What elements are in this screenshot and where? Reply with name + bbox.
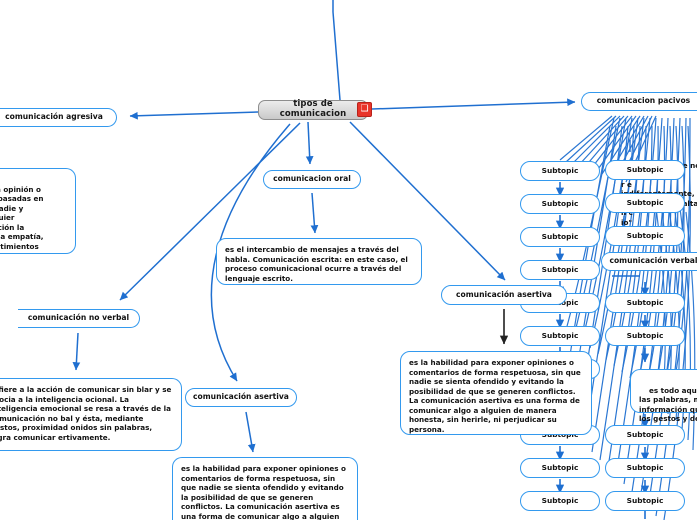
branch-comunicacion-verbal[interactable]: comunicación verbal (601, 252, 697, 271)
branch-label-no-verbal: comunicación no verbal (27, 313, 130, 323)
subtopic-right-4-label: Subtopic (626, 297, 664, 307)
subtopic-left-2-label: Subtopic (541, 198, 579, 208)
subtopic-left-6[interactable]: Subtopic (520, 326, 600, 346)
subtopic-left-9[interactable]: Subtopic (520, 458, 600, 478)
subtopic-right-4[interactable]: Subtopic (605, 293, 685, 313)
root-node[interactable]: tipos de comunicacion (258, 99, 368, 120)
subtopic-right-6[interactable]: Subtopic (605, 425, 685, 445)
branch-comunicacion-pacivos[interactable]: comunicacion pacivos (581, 92, 697, 111)
description-oral: es el intercambio de mensajes a través d… (216, 238, 422, 285)
branch-comunicacion-oral[interactable]: comunicacion oral (263, 170, 361, 189)
subtopic-right-3[interactable]: Subtopic (605, 226, 685, 246)
branch-label-oral: comunicacion oral (273, 174, 351, 184)
branch-label-verbal: comunicación verbal (609, 256, 697, 266)
branch-comunicacion-asertiva-center[interactable]: comunicación asertiva (441, 285, 567, 305)
branch-comunicacion-agresiva[interactable]: comunicación agresiva (0, 108, 117, 127)
subtopic-left-2[interactable]: Subtopic (520, 194, 600, 214)
subtopic-left-10[interactable]: Subtopic (520, 491, 600, 511)
subtopic-right-5-label: Subtopic (626, 330, 664, 340)
subtopic-left-9-label: Subtopic (541, 462, 579, 472)
subtopic-right-1[interactable]: Subtopic (605, 160, 685, 180)
subtopic-right-2-label: Subtopic (626, 197, 664, 207)
subtopic-left-6-label: Subtopic (541, 330, 579, 340)
description-asertiva-center-text: es la habilidad para exponer opiniones o… (409, 358, 581, 434)
root-attachment-icon[interactable]: ❑ (357, 102, 372, 117)
branch-label-asertiva-left: comunicación asertiva (193, 392, 289, 402)
subtopic-right-8[interactable]: Subtopic (605, 491, 685, 511)
subtopic-left-3-label: Subtopic (541, 231, 579, 241)
subtopic-right-8-label: Subtopic (626, 495, 664, 505)
description-no-verbal: refiere a la acción de comunicar sin bla… (0, 378, 182, 451)
image-attachment-glyph: ❑ (360, 104, 369, 114)
subtopic-right-7[interactable]: Subtopic (605, 458, 685, 478)
description-verbal: es todo aquello q las palabras, mie info… (630, 369, 697, 423)
description-no-verbal-text: refiere a la acción de comunicar sin bla… (0, 385, 172, 442)
subtopic-right-1-label: Subtopic (626, 164, 664, 174)
description-agresiva: a opinión o as basadas en n nadie y alqu… (0, 168, 76, 254)
subtopic-left-10-label: Subtopic (541, 495, 579, 505)
description-verbal-text: es todo aquello q las palabras, mie info… (639, 385, 697, 424)
subtopic-right-2[interactable]: Subtopic (605, 193, 685, 213)
description-asertiva-left: es la habilidad para exponer opiniones o… (172, 457, 358, 520)
subtopic-left-4[interactable]: Subtopic (520, 260, 600, 280)
subtopic-left-4-label: Subtopic (541, 264, 579, 274)
subtopic-right-7-label: Subtopic (626, 462, 664, 472)
subtopic-left-1[interactable]: Subtopic (520, 161, 600, 181)
branch-comunicacion-asertiva-left[interactable]: comunicación asertiva (185, 388, 297, 407)
subtopic-left-1-label: Subtopic (541, 165, 579, 175)
branch-label-pacivos: comunicacion pacivos (596, 96, 691, 106)
subtopic-left-3[interactable]: Subtopic (520, 227, 600, 247)
description-oral-text: es el intercambio de mensajes a través d… (225, 245, 408, 283)
branch-label-asertiva-center: comunicación asertiva (456, 289, 552, 299)
description-asertiva-left-text: es la habilidad para exponer opiniones o… (181, 464, 346, 520)
subtopic-right-3-label: Subtopic (626, 230, 664, 240)
branch-comunicacion-no-verbal[interactable]: comunicación no verbal (18, 309, 140, 328)
subtopic-right-5[interactable]: Subtopic (605, 326, 685, 346)
description-agresiva-text: a opinión o as basadas en n nadie y alqu… (0, 184, 44, 251)
branch-label-agresiva: comunicación agresiva (5, 112, 103, 122)
subtopic-right-6-label: Subtopic (626, 429, 664, 439)
description-asertiva-center: es la habilidad para exponer opiniones o… (400, 351, 592, 435)
root-node-label: tipos de comunicacion (279, 99, 347, 119)
